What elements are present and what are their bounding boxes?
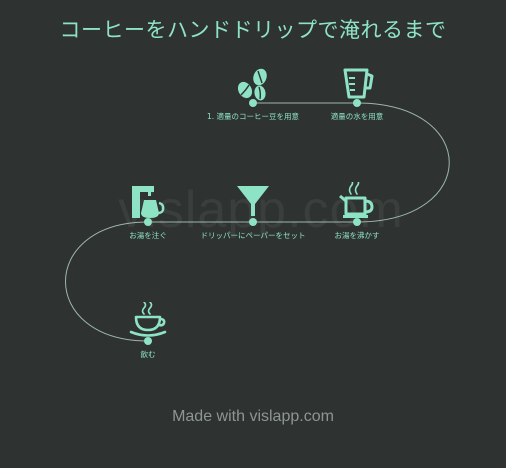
step-dot	[144, 218, 152, 226]
step-label: 飲む	[140, 350, 156, 359]
page-title: コーヒーをハンドドリップで淹れるまで	[59, 18, 447, 42]
footer-credit: Made with vislapp.com	[172, 408, 334, 425]
step-dot	[249, 99, 257, 107]
measuring-cup-icon	[343, 68, 374, 99]
step-label: お湯を注ぐ	[129, 231, 167, 240]
step-dot	[353, 218, 361, 226]
step-label: 適量の水を用意	[330, 112, 384, 121]
funnel-icon	[237, 186, 269, 216]
coffee-cup-icon	[129, 302, 167, 337]
step-label: 1. 適量のコーヒー豆を用意	[206, 112, 300, 121]
step-dot	[249, 218, 257, 226]
step-dot	[144, 337, 152, 345]
kettle-icon	[339, 182, 374, 218]
step-label: お湯を沸かす	[334, 231, 380, 240]
step-dot	[353, 99, 361, 107]
coffee-beans-icon	[237, 68, 267, 101]
step-label: ドリッパーにペーパーをセット	[200, 231, 306, 240]
coffee-maker-icon	[132, 186, 165, 218]
